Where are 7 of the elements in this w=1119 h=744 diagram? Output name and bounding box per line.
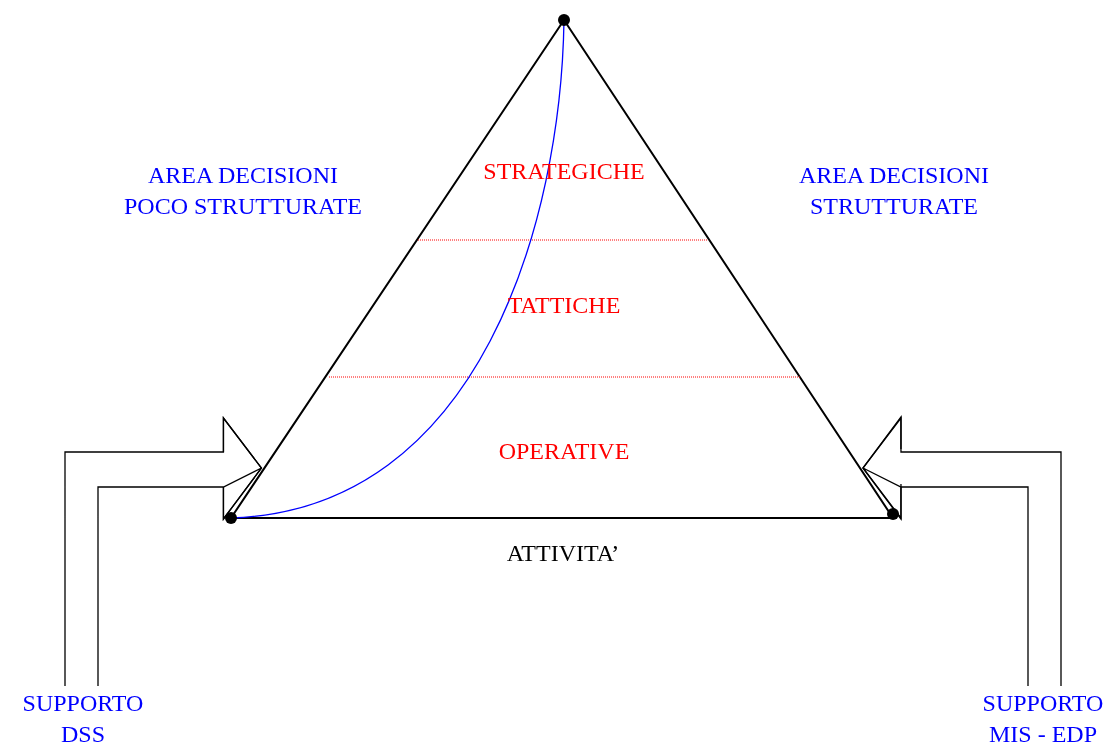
level-label: OPERATIVE (459, 436, 669, 467)
area-label: AREA DECISIONI POCO STRUTTURATE (123, 161, 363, 221)
level-label: TATTICHE (459, 290, 669, 321)
axis-label: ATTIVITA’ (505, 539, 621, 568)
support-label: SUPPORTO DSS (8, 688, 158, 744)
area-label: AREA DECISIONI STRUTTURATE (798, 161, 990, 221)
support-label: SUPPORTO MIS - EDP (968, 688, 1118, 744)
